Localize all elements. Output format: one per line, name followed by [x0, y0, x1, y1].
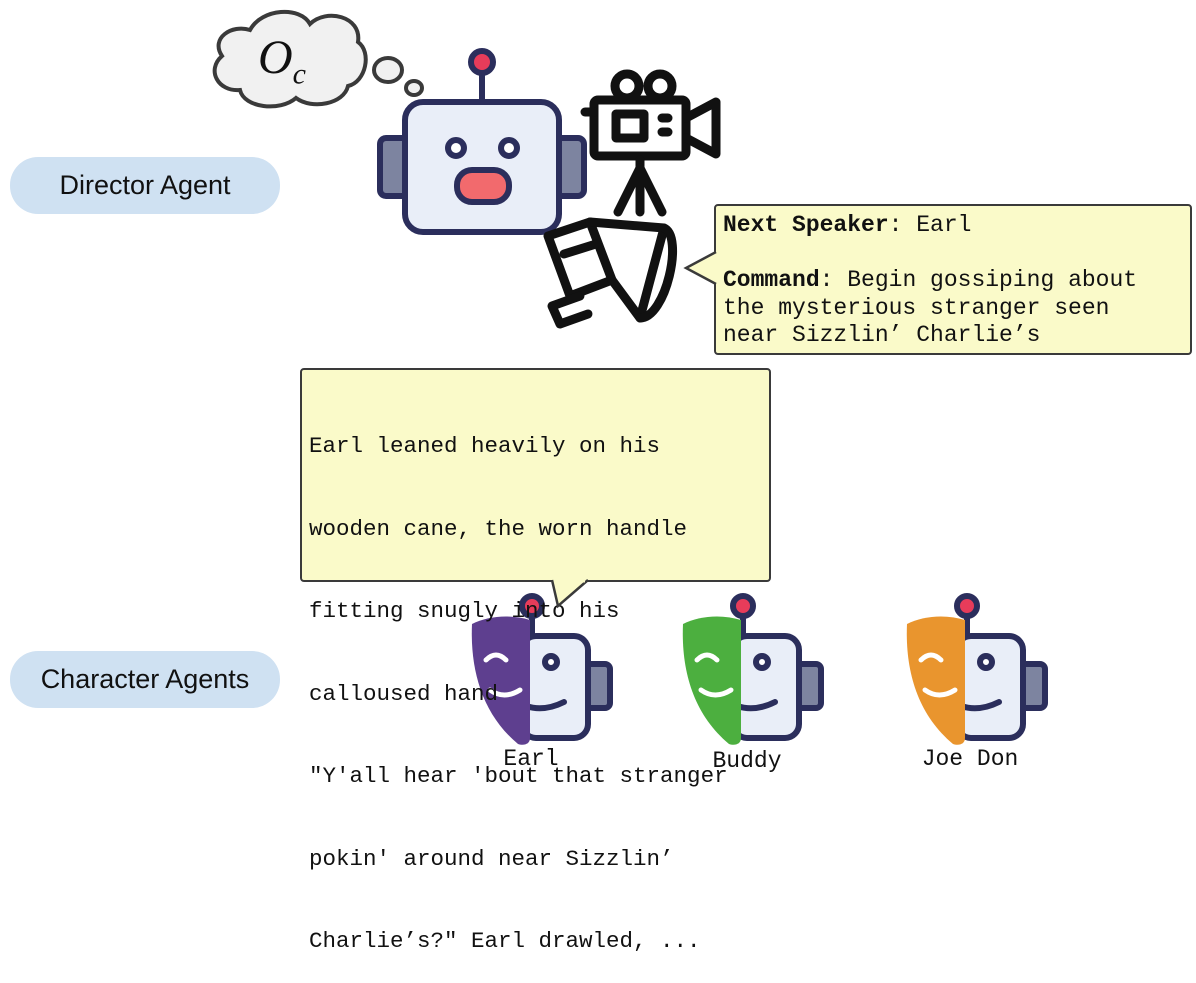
character-name-earl: Earl: [503, 746, 559, 772]
next-speaker-value: Earl: [916, 212, 972, 238]
director-speech-bubble: Next Speaker: Earl Command: Begin gossip…: [714, 204, 1192, 355]
director-agent-text: Director Agent: [59, 170, 231, 200]
diagram-graphics: [212, 10, 1048, 745]
command-text-2: the mysterious stranger seen: [723, 294, 1110, 321]
character-name-joe-don: Joe Don: [921, 746, 1019, 772]
video-camera-icon: [580, 69, 721, 217]
character-agents-text: Character Agents: [40, 664, 250, 694]
command-text-3: near Sizzlin’ Charlie’s: [723, 322, 1041, 348]
director-agent-label: Director Agent: [10, 157, 280, 214]
character-robot-icon-earl: [471, 593, 613, 745]
earl-line-7: Charlie’s?" Earl drawled, ...: [309, 928, 701, 954]
character-robot-icon-joe-don: [906, 593, 1048, 745]
earl-line-2: wooden cane, the worn handle: [309, 515, 688, 542]
earl-bubble-tail: [550, 577, 589, 609]
command-line-1: Command: Begin gossiping about: [723, 267, 1138, 293]
next-speaker-key: Next Speaker: [723, 212, 889, 238]
theater-mask-joe-don: [906, 616, 965, 745]
thought-subscript: c: [292, 57, 306, 91]
character-agents-label: Character Agents: [10, 651, 280, 708]
director-bubble-tail: [683, 250, 717, 286]
thought-text: Oc: [258, 30, 306, 92]
megaphone-icon: [543, 217, 677, 329]
character-robot-icon-buddy: [682, 593, 824, 745]
earl-line-4: calloused hand: [309, 680, 499, 707]
director-robot-icon: [377, 48, 587, 235]
earl-line-3: fitting snugly into his: [309, 598, 620, 624]
earl-line-6: pokin' around near Sizzlin’: [309, 845, 674, 872]
character-name-buddy: Buddy: [712, 748, 782, 774]
command-key: Command: [723, 267, 820, 293]
earl-line-5: "Y'all hear 'bout that stranger: [309, 763, 728, 789]
theater-mask-earl: [471, 616, 530, 745]
theater-mask-buddy: [682, 616, 741, 745]
earl-line-1: Earl leaned heavily on his: [309, 433, 661, 459]
thought-symbol: O: [258, 31, 293, 84]
next-speaker-line: Next Speaker: Earl: [723, 212, 972, 238]
thought-cloud: [212, 10, 424, 109]
command-text-1: Begin gossiping about: [847, 267, 1138, 293]
